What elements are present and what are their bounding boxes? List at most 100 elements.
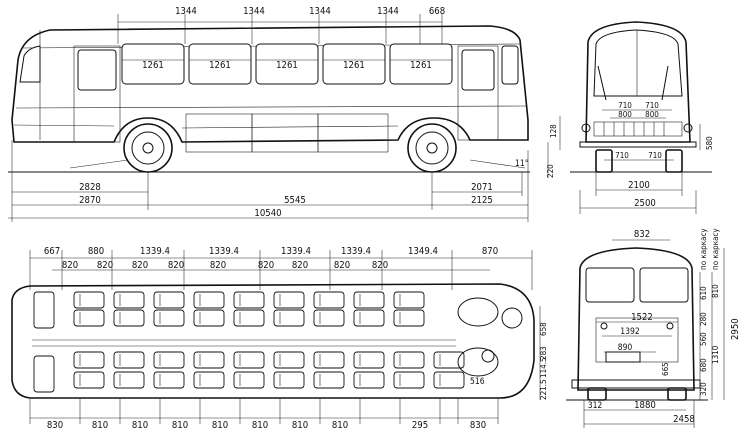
side-window-label-1: 1261	[142, 60, 164, 71]
rear-window-right	[639, 267, 689, 303]
plan-seat	[193, 309, 225, 327]
side-window-3	[255, 43, 319, 85]
front-dim-710-left: 710	[618, 101, 632, 110]
plan-dim-283: 283	[539, 346, 548, 360]
side-window-label-5: 1261	[410, 60, 432, 71]
plan-bottom-dim-10: 830	[470, 420, 486, 431]
plan-top-dim-667: 667	[44, 246, 60, 257]
plan-driver-seat	[33, 291, 55, 329]
plan-dim-114: 114.5	[539, 357, 548, 378]
rear-lamp-right	[666, 322, 674, 330]
side-belt-line	[15, 105, 527, 109]
rear-vdim-610: 610	[699, 286, 708, 300]
rear-view: 832 1522 1392 890 610 810 280 560 680 13…	[566, 228, 741, 428]
rear-vdim-560: 560	[699, 332, 708, 346]
plan-top-dim-5: 1349.4	[408, 246, 438, 257]
plan-top-dimensions: 667 880 1339.4 1339.4 1339.4 1339.4 1349…	[29, 246, 533, 290]
side-bay-1	[185, 113, 253, 153]
rear-bumper	[571, 379, 701, 389]
side-bay-3	[317, 113, 389, 153]
plan-bottom-dim-4: 810	[172, 420, 188, 431]
plan-spare-wheel	[481, 349, 495, 363]
side-skirt-line-front	[13, 124, 115, 127]
front-wheel-left	[595, 149, 613, 173]
front-axle-dim-left: 710	[615, 151, 629, 160]
plan-seat	[113, 291, 145, 309]
plan-bottom-dim-1: 830	[47, 420, 63, 431]
plan-seat	[313, 291, 345, 309]
plan-seat	[393, 371, 425, 389]
front-dim-580: 580	[705, 136, 714, 150]
plan-seat	[393, 309, 425, 327]
rear-window-left	[585, 267, 635, 303]
side-view: 1344 1344 1344 1344 668	[8, 6, 530, 222]
front-dim-800-left: 800	[618, 110, 632, 119]
plan-seat	[393, 291, 425, 309]
plan-seat	[233, 291, 265, 309]
plan-seat	[113, 371, 145, 389]
plan-pitch-5: 820	[210, 260, 226, 271]
side-top-dim-5: 668	[429, 6, 445, 17]
plan-bottom-dim-6: 810	[252, 420, 268, 431]
side-windows: 1261 1261 1261 1261 1261	[121, 43, 453, 85]
plan-seat	[313, 371, 345, 389]
plan-seat	[313, 309, 345, 327]
front-grille-slats	[603, 122, 665, 136]
plan-front-door-seat	[33, 355, 55, 393]
front-dimensions: 710 710 800 800 128 220 580 710 710 2100…	[546, 101, 714, 214]
plan-seat	[353, 371, 385, 389]
side-front-wheel	[123, 123, 173, 173]
plan-seat-rows	[73, 291, 465, 389]
side-luggage-bays	[185, 113, 389, 153]
side-approach-angle	[69, 159, 129, 169]
rear-lamp-left	[600, 322, 608, 330]
plan-pitch-8: 820	[334, 260, 350, 271]
plan-seat	[73, 351, 105, 369]
plan-bottom-dimensions: 830 810 810 810 810 810 810 810 295 830	[29, 398, 499, 431]
plan-top-dim-1: 1339.4	[140, 246, 170, 257]
side-angle-label: 11°	[515, 159, 529, 169]
front-grille	[593, 121, 683, 137]
plan-bottom-dim-8: 810	[332, 420, 348, 431]
plan-bottom-dim-9: 295	[412, 420, 428, 431]
plan-pitch-4: 820	[168, 260, 184, 271]
plan-right-dimensions: 658 283 114.5 221.5	[539, 306, 548, 400]
plan-bottom-dim-7: 810	[292, 420, 308, 431]
plan-top-dim-4: 1339.4	[341, 246, 371, 257]
side-dim-2828: 2828	[79, 182, 101, 193]
plan-seat	[353, 309, 385, 327]
side-front-door-window	[77, 49, 117, 91]
plan-seat	[193, 371, 225, 389]
front-wiper-left	[597, 65, 607, 101]
rear-dim-312: 312	[588, 401, 603, 411]
plan-pitch-3: 820	[132, 260, 148, 271]
front-wheel-right	[665, 149, 683, 173]
side-window-4	[322, 43, 386, 85]
side-bay-2	[251, 113, 319, 153]
front-dim-2500: 2500	[634, 198, 656, 209]
plan-pitch-6: 820	[258, 260, 274, 271]
side-skirt-line-mid	[181, 125, 399, 129]
plan-view: 667 880 1339.4 1339.4 1339.4 1339.4 1349…	[11, 246, 548, 431]
rear-dim-1880: 1880	[634, 400, 656, 411]
rear-vdim-680: 680	[699, 358, 708, 372]
plan-rear-label-516: 516	[470, 377, 485, 387]
plan-body-outline	[11, 283, 535, 399]
plan-seat	[433, 371, 465, 389]
side-rear-door	[457, 45, 499, 141]
side-window-label-4: 1261	[343, 60, 365, 71]
plan-seat	[273, 291, 305, 309]
plan-seat	[113, 309, 145, 327]
side-dim-5545: 5545	[284, 195, 306, 206]
front-dim-710-right: 710	[645, 101, 659, 110]
plan-seat	[233, 371, 265, 389]
side-dim-10540: 10540	[254, 208, 281, 219]
rear-vdim-810: 810	[711, 284, 720, 298]
front-wiper-right	[661, 65, 669, 101]
plan-top-dim-2: 1339.4	[209, 246, 239, 257]
side-top-dim-3: 1344	[309, 6, 331, 17]
front-headlamp-right	[683, 123, 693, 133]
rear-body-outline	[577, 247, 695, 391]
plan-rear-wheel-arch	[457, 297, 499, 327]
side-front-door	[73, 45, 121, 143]
